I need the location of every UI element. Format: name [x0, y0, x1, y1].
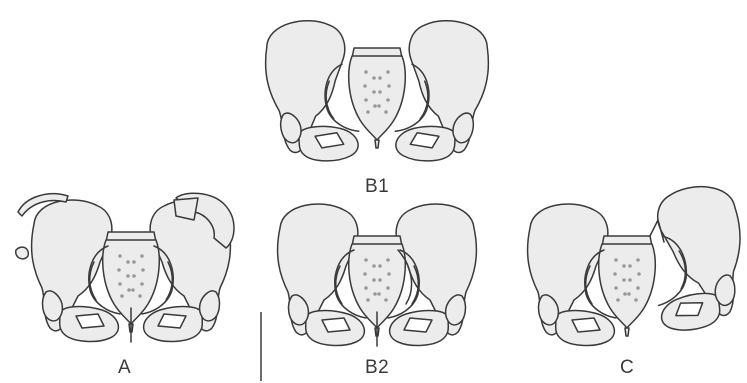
sacral-foramen-dot — [386, 70, 390, 74]
c-displaced-hemipelvis — [647, 183, 747, 333]
sacral-foramen-dot — [377, 104, 381, 108]
sacral-foramen-dot — [378, 264, 382, 268]
a-small-fragment — [174, 198, 198, 220]
sacral-foramen-dot — [372, 76, 376, 80]
sacral-foramen-dot — [622, 264, 626, 268]
sacral-foramen-dot — [378, 278, 382, 282]
sacral-foramen-dot — [622, 278, 626, 282]
panel-b2 — [278, 204, 477, 346]
left-obturator-foramen — [572, 318, 600, 332]
sacral-foramen-dot — [126, 274, 130, 278]
sacral-foramen-dot — [140, 254, 144, 258]
sacral-foramen-dot — [366, 298, 370, 302]
sacral-foramen-dot — [627, 292, 631, 296]
sacral-foramen-dot — [373, 292, 377, 296]
sacral-foramen-dot — [372, 264, 376, 268]
label-a: A — [118, 357, 131, 379]
panel-c — [528, 183, 747, 346]
sacral-foramen-dot — [628, 264, 632, 268]
sacral-foramen-dot — [364, 258, 368, 262]
sacral-foramen-dot — [363, 84, 367, 88]
sacral-foramen-dot — [614, 258, 618, 262]
label-c: C — [620, 357, 634, 379]
sacral-foramen-dot — [141, 268, 145, 272]
sacral-foramen-dot — [372, 278, 376, 282]
sacral-foramen-dot — [118, 254, 122, 258]
sacral-foramen-dot — [132, 274, 136, 278]
sacral-foramen-dot — [117, 268, 121, 272]
panel-b1 — [263, 18, 492, 165]
sacral-foramen-dot — [636, 258, 640, 262]
sacral-foramen-dot — [613, 272, 617, 276]
sacral-foramen-dot — [378, 76, 382, 80]
sacral-foramen-dot — [363, 272, 367, 276]
sacral-foramen-dot — [384, 110, 388, 114]
sacral-foramen-dot — [366, 110, 370, 114]
sacral-foramen-dot — [386, 286, 390, 290]
a-spine-avulsion-fragment — [16, 247, 29, 259]
sacral-foramen-dot — [386, 98, 390, 102]
sacral-foramen-dot — [378, 90, 382, 94]
sacral-foramen-dot — [377, 292, 381, 296]
label-b2: B2 — [365, 357, 389, 379]
sacral-foramen-dot — [634, 298, 638, 302]
coccyx — [625, 328, 629, 336]
sacral-foramen-dot — [127, 288, 131, 292]
right-obturator-foramen — [158, 314, 186, 328]
sacral-foramen-dot — [372, 90, 376, 94]
sacral-foramen-dot — [384, 298, 388, 302]
sacral-foramen-dot — [140, 282, 144, 286]
sacral-foramen-dot — [616, 298, 620, 302]
sacrum — [349, 56, 406, 140]
sacral-foramen-dot — [387, 272, 391, 276]
sacral-foramen-dot — [623, 292, 627, 296]
sacral-foramen-dot — [132, 260, 136, 264]
sacral-foramen-dot — [614, 286, 618, 290]
sacral-foramen-dot — [138, 294, 142, 298]
sacral-foramen-dot — [386, 258, 390, 262]
right-obturator-foramen — [404, 318, 432, 332]
sacral-foramen-dot — [373, 104, 377, 108]
sacral-foramen-dot — [637, 272, 641, 276]
sacral-foramen-dot — [387, 84, 391, 88]
b1-left-hemipelvis — [263, 18, 361, 165]
sacral-foramen-dot — [364, 70, 368, 74]
coccyx — [375, 140, 379, 148]
b1-right-hemipelvis — [393, 18, 491, 165]
sacral-foramen-dot — [628, 278, 632, 282]
sacral-foramen-dot — [364, 98, 368, 102]
sacral-foramen-dot — [126, 260, 130, 264]
left-obturator-foramen — [76, 314, 104, 328]
sacral-foramen-dot — [118, 282, 122, 286]
sacral-foramen-dot — [131, 288, 135, 292]
left-obturator-foramen — [322, 318, 350, 332]
panel-a — [16, 193, 234, 342]
sacral-foramen-dot — [636, 286, 640, 290]
sacral-foramen-dot — [364, 286, 368, 290]
sacral-foramen-dot — [120, 294, 124, 298]
label-b1: B1 — [365, 176, 389, 198]
